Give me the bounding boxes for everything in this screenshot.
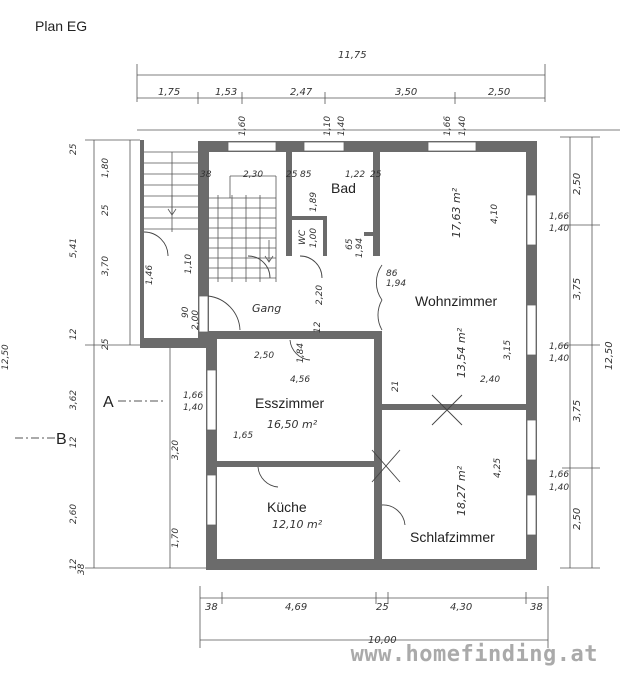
dim-top-seg-1: 1,75: [158, 87, 180, 98]
dim-gang-door: 2,20: [315, 285, 325, 305]
dim-top-seg-2: 1,53: [215, 87, 237, 98]
dim-ess-width: 2,50: [254, 351, 274, 361]
interior-walls: [206, 152, 526, 559]
dim-right-seg-1: 2,50: [572, 173, 583, 195]
dim-right-seg-2: 3,75: [572, 278, 583, 300]
dim-door-110: 1,10: [184, 254, 194, 274]
room-label-esszimmer: Esszimmer: [255, 395, 325, 411]
dim-bad-c: 1,22: [345, 170, 365, 180]
dim-stair-width: 2,30: [243, 170, 263, 180]
dim-left-3: 25: [101, 204, 111, 216]
dim-window-top-5: 1,40: [458, 116, 468, 136]
dim-left-7: 25: [101, 338, 111, 350]
dim-stair-left: 38: [200, 170, 212, 180]
dim-bad-d: 25: [370, 170, 382, 180]
dim-wohn-width: 2,40: [480, 375, 500, 385]
dim-right-12: 12: [313, 321, 323, 333]
dim-small-65: 65: [345, 238, 355, 250]
dim-left-11: 2,60: [69, 504, 79, 524]
dim-right-window-c1: 1,66: [549, 470, 569, 480]
dim-door-200: 2,00: [191, 310, 201, 330]
dim-left-14: 38: [77, 563, 87, 575]
dim-small-194: 1,94: [355, 238, 365, 258]
door-swings: [143, 231, 463, 526]
dim-left-2: 1,80: [101, 158, 111, 178]
dim-left-4: 5,41: [69, 238, 79, 258]
dim-left-10: 3,20: [171, 440, 181, 460]
dim-wc-100: 1,00: [309, 228, 319, 248]
dim-right-window-c2: 1,40: [549, 483, 569, 493]
dim-bottom-seg-1: 38: [205, 602, 218, 613]
area-wohnzimmer-lower: 13,54 m²: [455, 327, 468, 378]
dim-left-inner-2: 1,66: [183, 391, 203, 401]
dim-wohn-height: 4,10: [490, 204, 500, 224]
plan-title: Plan EG: [35, 18, 87, 34]
dim-wohn-inner: 3,15: [503, 340, 513, 360]
room-label-wc: WC: [298, 229, 308, 245]
dim-bottom-seg-2: 4,69: [285, 602, 307, 613]
dim-top-seg-5: 2,50: [488, 87, 510, 98]
dim-left-9: 12: [69, 436, 79, 448]
exterior-walls: [140, 140, 537, 570]
dim-schlaf-height: 4,25: [493, 458, 503, 478]
dim-right-seg-4: 2,50: [572, 508, 583, 530]
dim-door-184: 1,84: [296, 343, 306, 363]
dim-top-total: 11,75: [338, 50, 367, 61]
room-label-gang: Gang: [252, 302, 281, 315]
dim-right-window-a2: 1,40: [549, 224, 569, 234]
dim-left-inner-1: 1,46: [145, 265, 155, 285]
dim-bad-b: 85: [300, 170, 312, 180]
watermark: www.homefinding.at: [350, 642, 598, 667]
dim-ess-inner: 4,56: [290, 375, 310, 385]
dim-window-top-4: 1,66: [443, 116, 453, 136]
dim-right-window-b1: 1,66: [549, 342, 569, 352]
dim-left-8: 3,62: [69, 390, 79, 410]
top-dimension-lines: [136, 64, 620, 131]
dim-right-total: 12,50: [604, 341, 615, 370]
room-label-kueche: Küche: [267, 499, 307, 515]
dim-ess-left: 1,65: [233, 431, 253, 441]
dim-door-86: 86: [386, 269, 398, 279]
bottom-dimension-lines: [199, 586, 549, 648]
room-label-wohnzimmer: Wohnzimmer: [415, 293, 498, 309]
dim-left-12: 12: [69, 558, 79, 570]
dim-right-window-a1: 1,66: [549, 212, 569, 222]
dim-bottom-seg-4: 4,30: [450, 602, 472, 613]
dim-door-90: 90: [181, 306, 191, 318]
area-kueche: 12,10 m²: [272, 518, 323, 531]
dim-left-1: 25: [69, 143, 79, 155]
room-label-schlafzimmer: Schlafzimmer: [410, 529, 495, 545]
dim-bottom-seg-5: 38: [530, 602, 543, 613]
dim-top-seg-4: 3,50: [395, 87, 417, 98]
dim-window-top-3: 1,40: [337, 116, 347, 136]
area-esszimmer: 16,50 m²: [267, 418, 318, 431]
area-schlafzimmer: 18,27 m²: [455, 465, 468, 516]
dim-right-21: 21: [391, 381, 401, 392]
staircase: [144, 151, 277, 282]
room-label-bad: Bad: [331, 180, 356, 196]
dim-left-total: 12,50: [1, 344, 11, 370]
dim-wc-189: 1,89: [309, 192, 319, 212]
dim-left-6: 12: [69, 328, 79, 340]
dim-bottom-total: 10,00: [368, 635, 397, 646]
dim-left-5: 3,70: [101, 256, 111, 276]
dim-top-seg-3: 2,47: [290, 87, 313, 98]
dim-bad-a: 25: [286, 170, 298, 180]
dim-door-194: 1,94: [386, 279, 406, 289]
dim-bottom-seg-3: 25: [376, 602, 389, 613]
section-label-b: B: [56, 431, 67, 448]
right-dimension-lines: [560, 136, 600, 569]
windows: [198, 141, 537, 536]
dim-right-seg-3: 3,75: [572, 400, 583, 422]
dim-left-13: 1,70: [171, 528, 181, 548]
dim-left-inner-3: 1,40: [183, 403, 203, 413]
dim-window-top-2: 1,10: [323, 116, 333, 136]
dim-window-top-1: 1,60: [238, 116, 248, 136]
area-wohnzimmer-upper: 17,63 m²: [450, 187, 463, 238]
dim-right-window-b2: 1,40: [549, 354, 569, 364]
section-label-a: A: [103, 394, 114, 411]
left-dimension-lines: [85, 139, 210, 569]
